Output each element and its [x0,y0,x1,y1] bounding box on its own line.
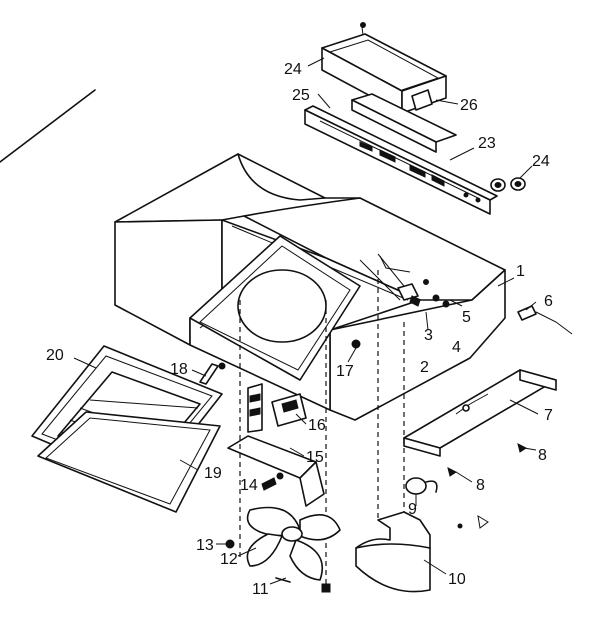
callout-22: 23 [478,135,496,152]
callout-7: 7 [544,407,553,424]
callout-labels: 24 25 26 23 24 1 6 5 3 4 2 17 7 8 8 9 10… [46,61,553,598]
part-6-screw [517,305,573,335]
callout-4: 4 [452,339,461,356]
part-8-arrows [447,443,527,529]
leader-lines [73,57,539,585]
callout-8a: 8 [476,477,485,494]
callout-26: 26 [460,97,478,114]
part-12-fan-blade [246,506,341,581]
part-23-knobs [490,177,526,192]
callout-15: 15 [306,449,324,466]
part-19-panel [37,411,221,513]
stray-line [0,89,96,163]
part-10-duct [355,270,431,593]
part-26-bracket [351,89,457,153]
part-17-bulb [351,339,361,349]
part-11-screw [275,577,331,593]
callout-10: 10 [448,571,466,588]
callout-20: 20 [46,347,64,364]
callout-6: 6 [544,293,553,310]
callout-2: 2 [420,359,429,376]
part-18-latch [199,362,226,385]
callout-14: 14 [240,477,258,494]
callout-8b: 8 [538,447,547,464]
part-15-bracket [227,435,325,507]
callout-17: 17 [336,363,354,380]
callout-25: 25 [292,87,310,104]
callout-5: 5 [462,309,471,326]
callout-11: 11 [252,581,269,598]
part-1-hood-body [114,153,506,421]
callout-16: 16 [308,417,326,434]
callout-24: 24 [284,61,302,78]
callout-23: 24 [532,153,550,170]
part-9-clip [405,477,438,495]
callout-13: 13 [196,537,214,554]
part-7-channel [403,369,557,457]
callout-9: 9 [408,501,417,518]
part-22-control-panel [304,105,498,215]
callout-3: 3 [424,327,433,344]
callout-18: 18 [170,361,188,378]
part-16-motor [247,383,307,433]
callout-19: 19 [204,465,222,482]
callout-1: 1 [516,263,525,280]
part-13-nut [225,539,235,549]
callout-12: 12 [220,551,238,568]
